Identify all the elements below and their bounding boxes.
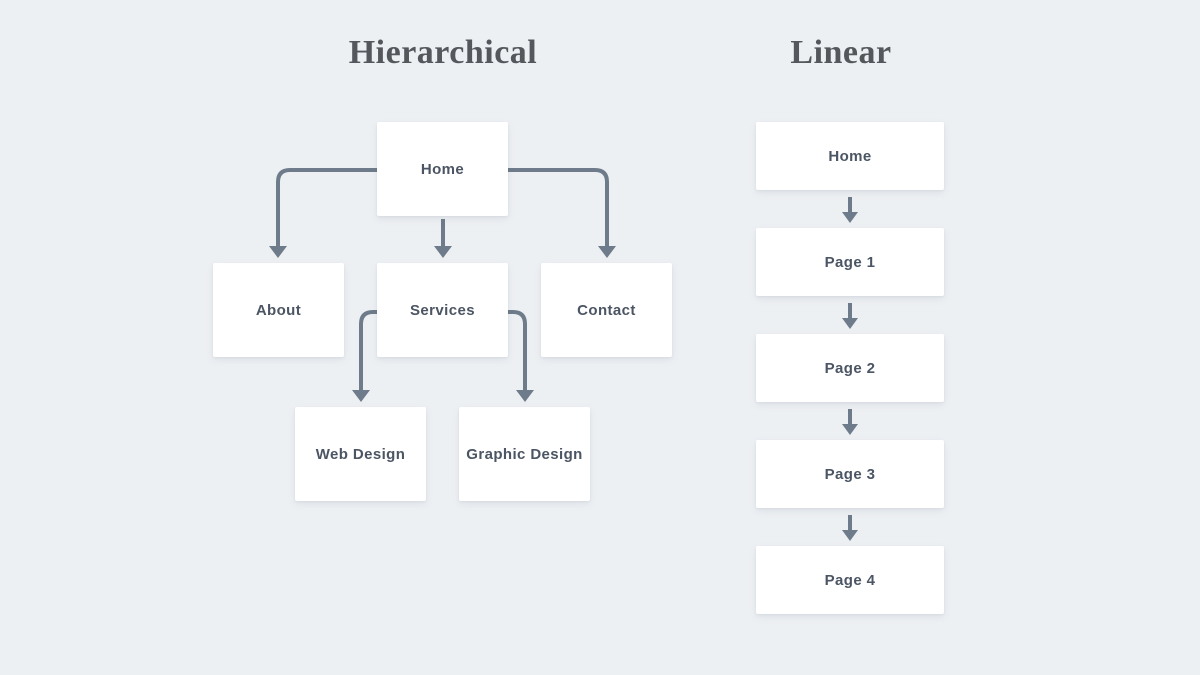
- node-page-3-label: Page 3: [824, 465, 876, 483]
- connector-home-about: [269, 168, 377, 258]
- node-linear-home-label: Home: [828, 147, 872, 165]
- node-page-1-label: Page 1: [824, 253, 876, 271]
- node-linear-home: Home: [756, 122, 944, 190]
- node-about-label: About: [255, 301, 302, 319]
- node-page-2: Page 2: [756, 334, 944, 402]
- node-contact: Contact: [541, 263, 672, 357]
- connector-linear-home-page1: [842, 197, 858, 223]
- node-web-design-label: Web Design: [315, 445, 406, 463]
- node-services-label: Services: [410, 301, 475, 319]
- node-page-1: Page 1: [756, 228, 944, 296]
- node-about: About: [213, 263, 344, 357]
- node-home-label: Home: [420, 160, 465, 178]
- connector-linear-page3-page4: [842, 515, 858, 541]
- node-services: Services: [377, 263, 508, 357]
- connector-services-web-design: [352, 310, 377, 402]
- connector-home-services: [434, 219, 452, 258]
- connector-linear-page1-page2: [842, 303, 858, 329]
- connector-services-graphic-design: [508, 310, 534, 402]
- linear-title: Linear: [790, 34, 892, 71]
- node-graphic-design: Graphic Design: [459, 407, 590, 501]
- node-page-4: Page 4: [756, 546, 944, 614]
- node-graphic-design-label: Graphic Design: [466, 445, 583, 463]
- node-page-2-label: Page 2: [824, 359, 876, 377]
- node-contact-label: Contact: [577, 301, 636, 319]
- node-home: Home: [377, 122, 508, 216]
- hierarchical-title: Hierarchical: [348, 34, 538, 71]
- node-page-4-label: Page 4: [824, 571, 876, 589]
- node-page-3: Page 3: [756, 440, 944, 508]
- node-web-design: Web Design: [295, 407, 426, 501]
- connector-linear-page2-page3: [842, 409, 858, 435]
- connector-home-contact: [508, 168, 616, 258]
